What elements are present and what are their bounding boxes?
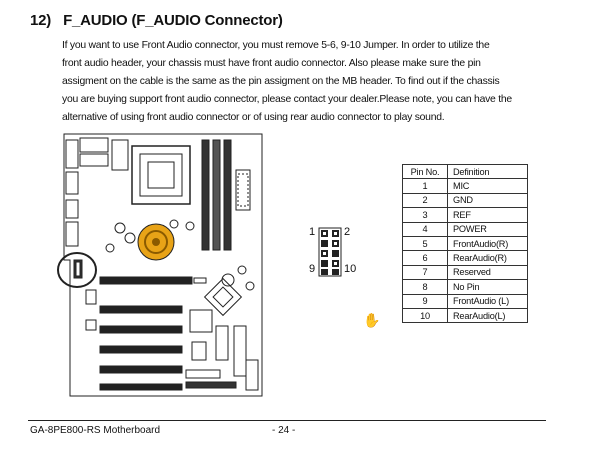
table-header-row: Pin No. Definition (402, 163, 528, 180)
pin-number: 9 (402, 293, 448, 309)
pin-definition: No Pin (447, 279, 528, 295)
pin-number: 3 (402, 207, 448, 223)
pin-definition: REF (447, 207, 528, 223)
pin-definition: RearAudio(L) (447, 307, 528, 324)
pin-number: 10 (402, 307, 448, 324)
pin-definition: RearAudio(R) (447, 250, 528, 266)
hand-cursor-icon: ✋ (363, 312, 381, 328)
pin-number: 6 (402, 250, 448, 266)
pin-definition: FrontAudio(R) (447, 235, 528, 252)
pin1-label: 1 (309, 226, 316, 238)
column-header: Pin No. (402, 163, 448, 180)
section-heading: 12) F_AUDIO (F_AUDIO Connector) (30, 12, 283, 29)
pin-number: 5 (402, 235, 448, 252)
pin-number: 1 (402, 178, 448, 194)
pin-number: 4 (402, 221, 448, 237)
pin-definition: POWER (447, 221, 528, 237)
pin-number: 2 (402, 192, 448, 209)
f-audio-header-icon (318, 227, 342, 277)
pin-definition: MIC (447, 178, 528, 194)
pin-definition: GND (447, 192, 528, 209)
body-line: alternative of using front audio connect… (62, 112, 445, 123)
body-line: you are buying support front audio conne… (62, 94, 512, 105)
pin-definition: FrontAudio (L) (447, 293, 528, 309)
pin10-label: 10 (344, 263, 357, 275)
column-header: Definition (447, 163, 528, 180)
pin-header-diagram: 1 2 9 10 (306, 225, 366, 280)
description-paragraph: If you want to use Front Audio connector… (62, 37, 562, 127)
pin9-label: 9 (309, 263, 316, 275)
pin-definition: Reserved (447, 264, 528, 281)
footer-page-number: - 24 - (272, 425, 296, 436)
pin2-label: 2 (344, 226, 351, 238)
body-line: assigment on the cable is the same as th… (62, 76, 500, 87)
motherboard-diagram (50, 130, 265, 400)
body-line: If you want to use Front Audio connector… (62, 40, 490, 51)
footer-divider (28, 420, 546, 421)
motherboard-drawing (57, 133, 263, 397)
section-number: 12) (30, 12, 52, 29)
section-title: F_AUDIO (F_AUDIO Connector) (63, 12, 283, 29)
pin-number: 7 (402, 264, 448, 281)
footer-model: GA-8PE800-RS Motherboard (30, 425, 161, 436)
body-line: front audio header, your chassis must ha… (62, 58, 481, 69)
pin-number: 8 (402, 279, 448, 295)
